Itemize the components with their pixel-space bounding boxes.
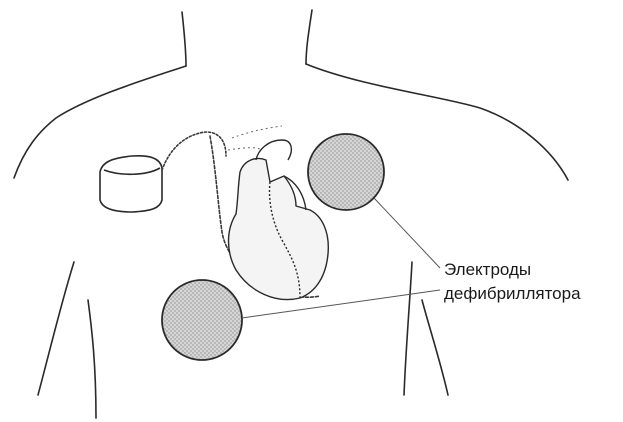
neck-right <box>306 10 312 64</box>
electrode-upper-right <box>308 134 384 210</box>
electrode-label-line-2: дефибриллятора <box>444 282 581 306</box>
electrode-label-line-1: Электроды <box>444 258 581 282</box>
arm-left <box>38 262 74 395</box>
torso-right <box>404 262 412 395</box>
electrode-label: Электроды дефибриллятора <box>444 258 581 306</box>
neck-left <box>182 12 186 66</box>
arm-right <box>422 300 448 395</box>
shoulder-left <box>14 66 186 178</box>
electrode-lower-left <box>162 280 242 360</box>
torso-left <box>88 300 96 418</box>
pacemaker-device <box>100 156 162 212</box>
great-vessels <box>228 126 282 150</box>
